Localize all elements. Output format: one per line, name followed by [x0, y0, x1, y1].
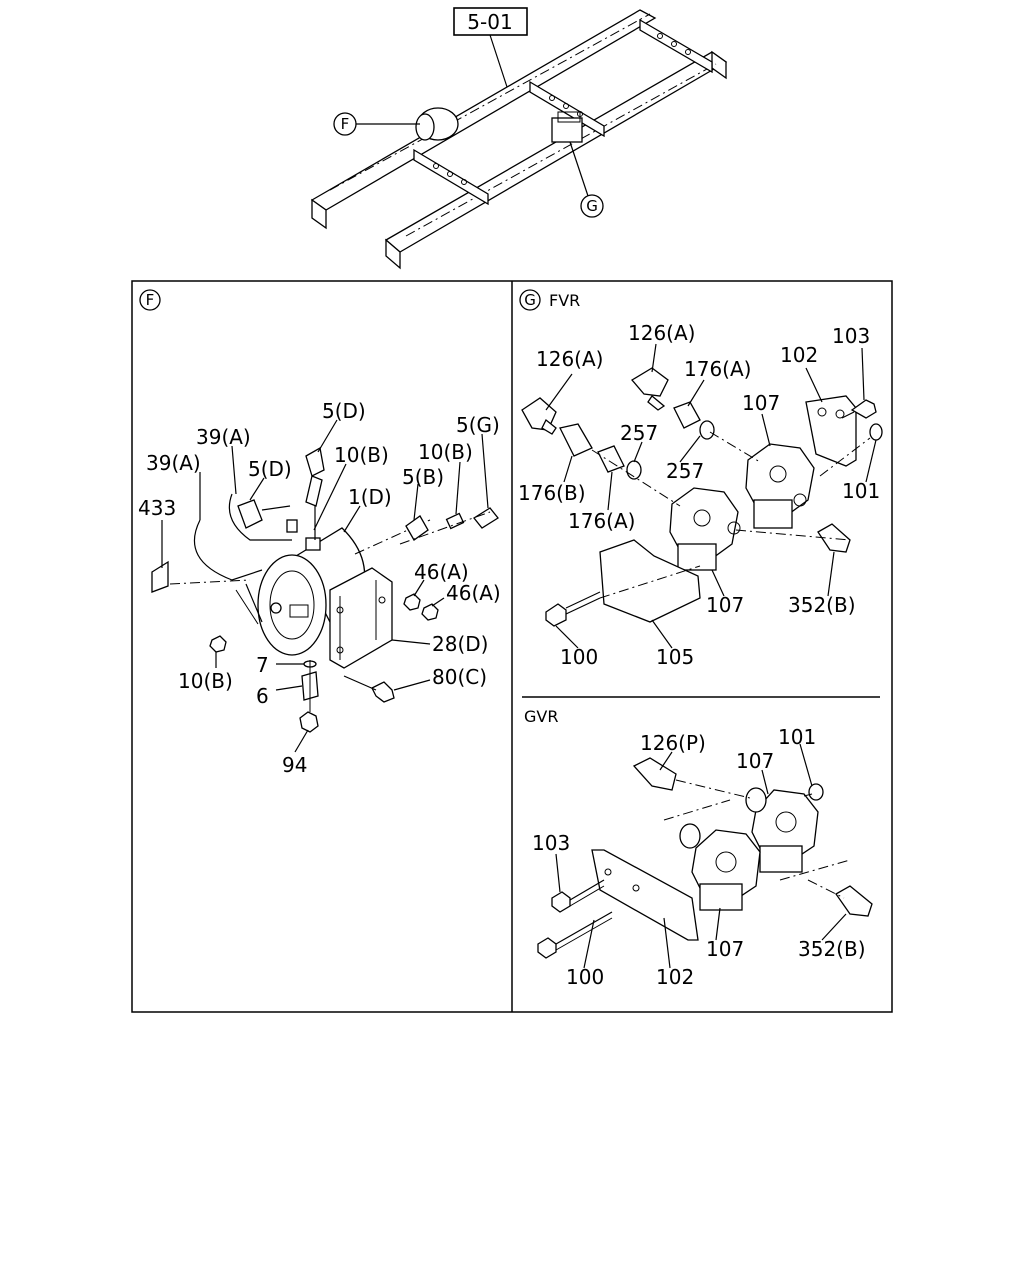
plug-10B-right [445, 512, 465, 530]
fitting-126P [632, 757, 677, 791]
label-107-upper: 107 [742, 391, 780, 415]
nut-46A-1 [403, 593, 421, 611]
label-39A-lower: 39(A) [146, 451, 201, 475]
label-101-fvr: 101 [842, 479, 880, 503]
label-5G: 5(G) [456, 413, 500, 437]
plug-10B-upper [286, 519, 298, 533]
label-1D: 1(D) [348, 485, 392, 509]
label-176A-upper: 176(A) [684, 357, 751, 381]
panel-G-gvr: GVR [524, 707, 873, 989]
nut-46A-2 [421, 603, 439, 621]
label-102-gvr: 102 [656, 965, 694, 989]
label-126A-left: 126(A) [536, 347, 603, 371]
label-103-gvr: 103 [532, 831, 570, 855]
washer-101-gvr [808, 783, 824, 801]
label-28D: 28(D) [432, 632, 488, 656]
callout-F-circle [333, 112, 357, 136]
label-352B-gvr: 352(B) [798, 937, 866, 961]
label-39A-upper: 39(A) [196, 425, 251, 449]
label-80C: 80(C) [432, 665, 487, 689]
ref-box-label: 5-01 [467, 10, 512, 34]
label-103-fvr: 103 [832, 324, 870, 348]
fitting-352B-fvr [817, 523, 851, 553]
fitting-5D-top [305, 446, 325, 477]
panel-G-fvr: G FVR [518, 289, 883, 669]
label-10B-center: 10(B) [334, 443, 389, 467]
label-433: 433 [138, 496, 176, 520]
label-176B: 176(B) [518, 481, 586, 505]
label-102-fvr: 102 [780, 343, 818, 367]
strap-39A [193, 519, 263, 581]
bracket-102-gvr [591, 849, 699, 941]
label-5B: 5(B) [402, 465, 444, 489]
fitting-352B-gvr [835, 885, 873, 917]
elbow-126A-top [631, 367, 669, 397]
gvr-title: GVR [524, 707, 558, 726]
fvr-title: FVR [549, 291, 580, 310]
washer-101-fvr [869, 423, 883, 441]
callout-F-label: F [341, 115, 350, 133]
label-100-gvr: 100 [566, 965, 604, 989]
label-126P: 126(P) [640, 731, 706, 755]
connector-176B [559, 423, 593, 457]
label-46A-1: 46(A) [414, 560, 469, 584]
label-257-lower: 257 [666, 459, 704, 483]
label-126A-top: 126(A) [628, 321, 695, 345]
plate-433 [151, 560, 169, 593]
bolt-100-gvr [537, 937, 557, 959]
label-10B-right: 10(B) [418, 440, 473, 464]
washer-257-upper [699, 420, 715, 440]
label-46A-2: 46(A) [446, 581, 501, 605]
bolt-103-fvr [850, 399, 877, 419]
label-257-upper: 257 [620, 421, 658, 445]
valve-107-upper [745, 443, 815, 517]
nut-94 [299, 711, 319, 733]
valve-107-gvr-upper [751, 789, 819, 863]
label-6: 6 [256, 684, 269, 708]
label-352B-fvr: 352(B) [788, 593, 856, 617]
bolt-100-fvr [545, 603, 567, 627]
panel-F: F [138, 289, 501, 777]
panel-G-callout-label: G [524, 291, 536, 309]
bolt-103-gvr [551, 891, 571, 913]
callout-G-circle [580, 194, 604, 218]
label-107-gvr-bottom: 107 [706, 937, 744, 961]
cross-member-rear [413, 148, 489, 206]
label-101-gvr: 101 [778, 725, 816, 749]
label-5D-top: 5(D) [322, 399, 366, 423]
label-100-fvr: 100 [560, 645, 598, 669]
plug-10B-lower [209, 635, 227, 653]
panel-G-callout-circle [519, 289, 541, 311]
frame-rail-left [310, 9, 657, 211]
panel-F-callout-label: F [146, 291, 155, 309]
frame-overview: 5-01 F G [310, 7, 728, 270]
connector-176A-upper [673, 401, 701, 429]
frame-rail-right [384, 51, 728, 253]
fitting-5B [405, 515, 429, 541]
panel-F-callout-circle [139, 289, 161, 311]
label-107-lower: 107 [706, 593, 744, 617]
bolt-80C [371, 681, 395, 703]
fitting-5D-left [237, 499, 263, 529]
label-10B-lower: 10(B) [178, 669, 233, 693]
bracket-105 [599, 539, 701, 623]
fitting-5G [473, 507, 499, 529]
label-107-gvr-top: 107 [736, 749, 774, 773]
valve-107-lower [669, 487, 739, 561]
callout-G-label: G [586, 197, 598, 215]
label-176A-lower: 176(A) [568, 509, 635, 533]
label-5D-left: 5(D) [248, 457, 292, 481]
label-94: 94 [282, 753, 307, 777]
connector-176A-lower [597, 445, 625, 473]
label-105: 105 [656, 645, 694, 669]
label-7: 7 [256, 653, 269, 677]
bracket-102-fvr [805, 395, 857, 467]
